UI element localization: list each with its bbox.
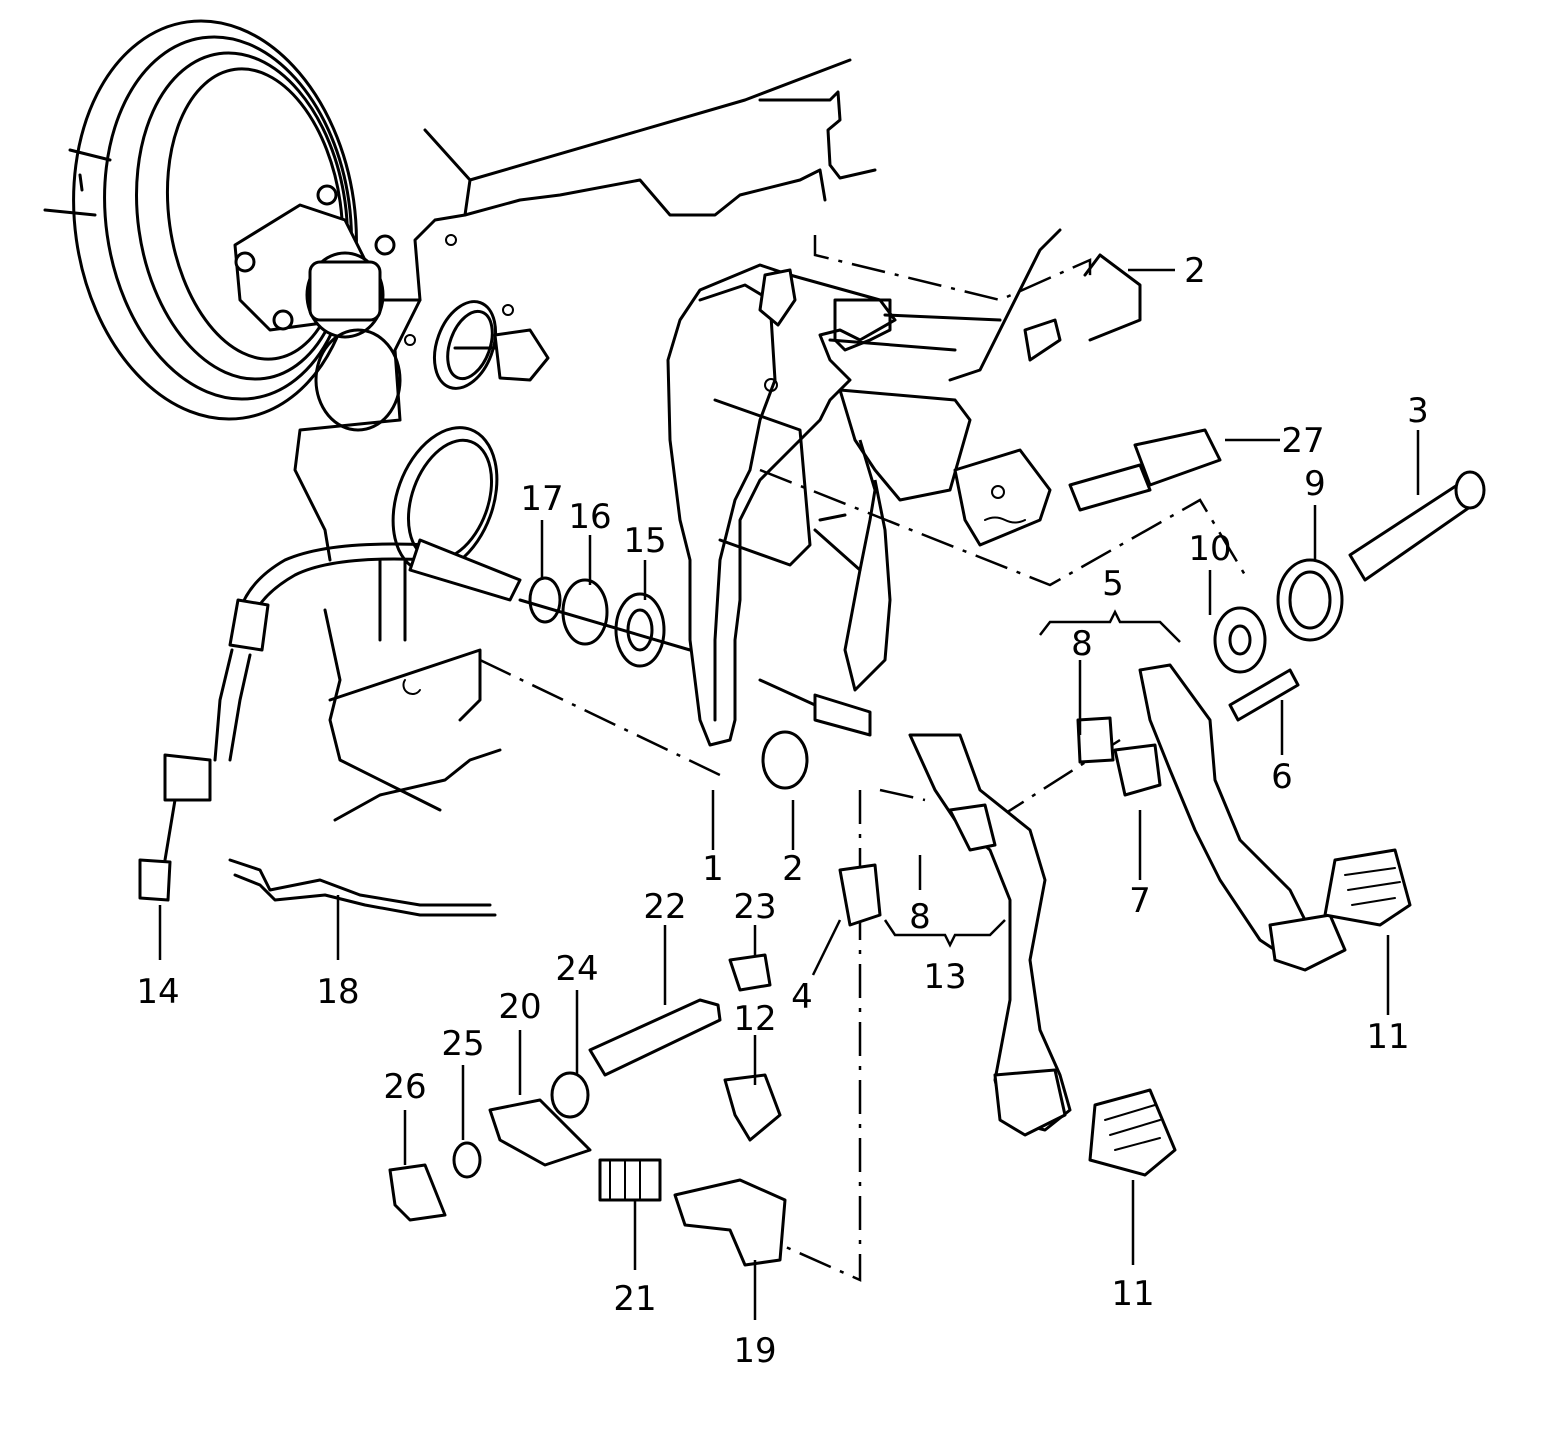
callout-16: 16 [568, 497, 611, 537]
callout-11a: 11 [1366, 1017, 1409, 1057]
callout-11b: 11 [1111, 1274, 1154, 1314]
callout-14: 14 [136, 972, 179, 1012]
callout-17: 17 [520, 479, 563, 519]
callout-24: 24 [555, 949, 598, 989]
callout-12: 12 [733, 999, 776, 1039]
callout-27: 27 [1281, 421, 1324, 461]
clutch-pedal [838, 733, 1072, 1137]
callout-23: 23 [733, 887, 776, 927]
callout-19: 19 [733, 1331, 776, 1371]
callout-20: 20 [498, 987, 541, 1027]
callout-7: 7 [1129, 881, 1151, 921]
callout-8b: 8 [909, 897, 931, 937]
brake-pedal [1076, 663, 1347, 972]
callout-18: 18 [316, 972, 359, 1012]
leader-lines [158, 268, 1420, 1320]
pivot-parts [1213, 470, 1486, 722]
small-parts [228, 858, 787, 1267]
callout-6: 6 [1271, 757, 1293, 797]
pedal-bracket [666, 228, 1142, 747]
callout-2b: 2 [1184, 251, 1206, 291]
callout-8a: 8 [1071, 624, 1093, 664]
callout-4: 4 [791, 977, 813, 1017]
callout-labels: 1 2 2 3 4 5 6 7 8 8 9 10 11 11 12 13 14 … [136, 251, 1428, 1371]
callout-26: 26 [383, 1067, 426, 1107]
callout-9: 9 [1304, 464, 1326, 504]
callout-25: 25 [441, 1024, 484, 1064]
callout-1: 1 [702, 849, 724, 889]
clutch-pushrod [758, 678, 872, 790]
callout-13: 13 [923, 957, 966, 997]
callout-5: 5 [1102, 564, 1124, 604]
callout-21: 21 [613, 1279, 656, 1319]
bulkhead-panel [293, 58, 877, 822]
brake-servo-booster [43, 19, 422, 421]
callout-3: 3 [1407, 391, 1429, 431]
clutch-cable [138, 538, 522, 902]
pedal-rubber-pads [1088, 848, 1412, 1177]
servo-pushrod-clevis [433, 300, 550, 390]
callout-15: 15 [623, 521, 666, 561]
washer-stack [518, 576, 692, 668]
brake-light-switch [1068, 428, 1222, 512]
callout-22: 22 [643, 887, 686, 927]
callout-2a: 2 [782, 849, 804, 889]
callout-10: 10 [1188, 529, 1231, 569]
